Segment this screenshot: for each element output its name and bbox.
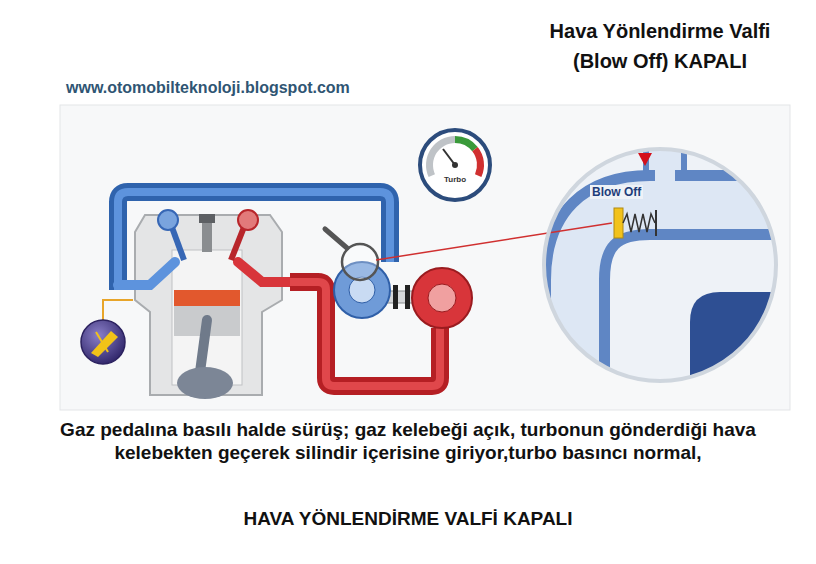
part-label: Blow Off	[590, 185, 643, 199]
gauge-face	[420, 130, 490, 200]
pointer-triangle	[638, 153, 652, 166]
zoom-circle: Blow Off	[542, 147, 778, 383]
exhaust-port	[238, 262, 292, 282]
spark-plug-top	[199, 214, 215, 223]
magnifier-handle	[325, 229, 347, 248]
piston-crown	[174, 290, 240, 306]
gauge-hub	[452, 162, 458, 168]
bearing	[405, 285, 410, 309]
leader-line	[376, 223, 612, 260]
caption: Gaz pedalına basılı halde sürüş; gaz kel…	[36, 418, 780, 464]
intake-valve-cap	[158, 210, 178, 230]
valve-spring	[623, 214, 655, 232]
panel	[60, 105, 790, 410]
title: Hava Yönlendirme Valfi (Blow Off) KAPALI	[540, 16, 780, 76]
spark-plug	[202, 222, 212, 252]
pedal-wire	[103, 300, 133, 320]
pedal-icon	[81, 320, 125, 364]
bearing	[393, 285, 398, 309]
zoom-outline	[542, 147, 778, 383]
zoom-ring	[544, 149, 776, 381]
exhaust-valve-cap	[238, 210, 258, 230]
gauge-label: Turbo	[442, 175, 468, 185]
pedal-symbol	[96, 332, 108, 352]
crankshaft	[177, 367, 233, 399]
blow-off-valve	[614, 208, 623, 238]
gauge-red	[472, 147, 484, 177]
turbo-gauge: Turbo	[417, 127, 493, 203]
watermark: www.otomobilteknoloji.blogspot.com	[66, 78, 466, 97]
pedal-symbol	[91, 331, 118, 357]
valve-passage	[655, 150, 675, 195]
cylinder-bore	[172, 250, 242, 385]
turbine-housing	[412, 268, 472, 328]
connecting-rod	[200, 320, 207, 372]
gauge-scale	[426, 136, 455, 177]
turbine-wheel	[428, 284, 456, 312]
state-label: HAVA YÖNLENDİRME VALFİ KAPALI	[36, 508, 780, 531]
gauge-green	[455, 136, 478, 151]
intake-port	[118, 262, 175, 285]
magnifier-lens	[342, 244, 378, 280]
gauge-outline	[417, 127, 493, 203]
zoom-detail	[540, 130, 800, 400]
spring-seat	[655, 210, 657, 236]
